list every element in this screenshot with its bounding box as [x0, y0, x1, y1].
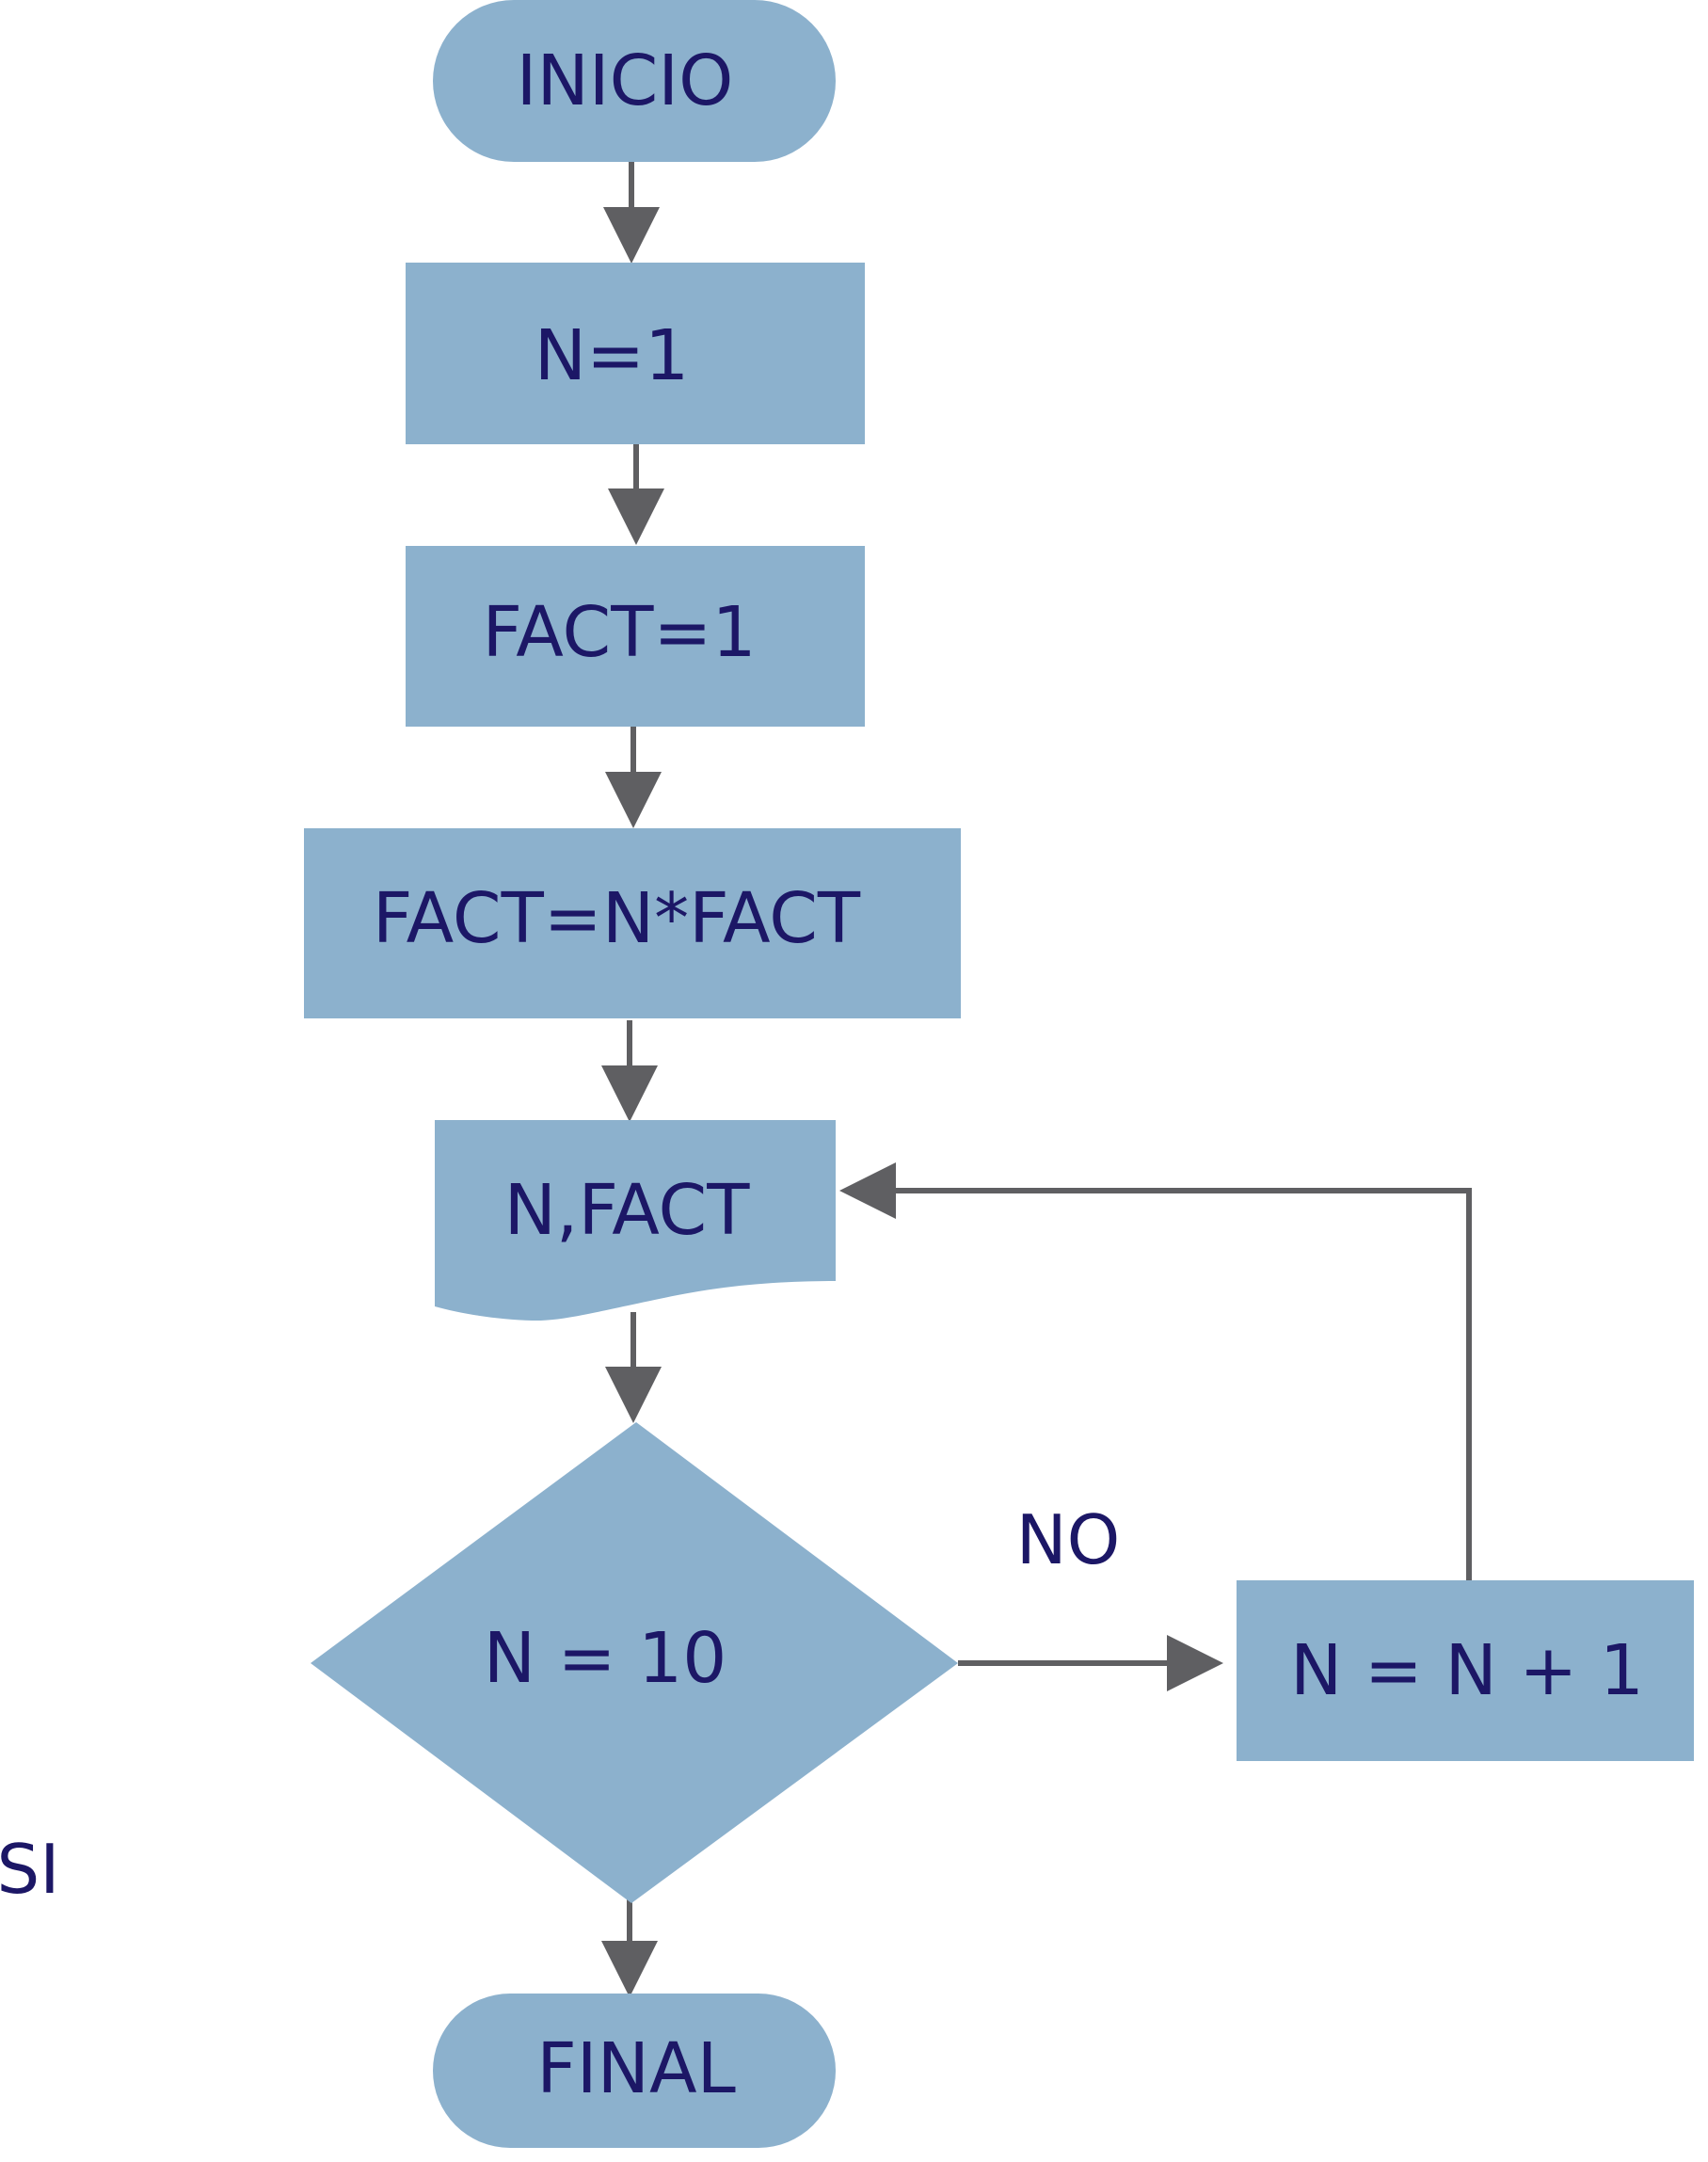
init-fact-node: FACT=1: [406, 546, 865, 727]
terminal-shape: [433, 1994, 836, 2148]
decision-label: N = 10: [484, 1618, 727, 1699]
process-shape: [304, 828, 961, 1018]
compute-label: FACT=N*FACT: [373, 878, 861, 959]
increment-node: N = N + 1: [1237, 1580, 1694, 1761]
init-fact-label: FACT=1: [482, 592, 756, 673]
end-label: FINAL: [536, 2028, 736, 2109]
decision-node: N = 10: [311, 1422, 958, 1903]
branch-label-no: NO: [1016, 1500, 1121, 1579]
arrow-increment-to-output: [839, 1162, 1472, 1580]
init-n-node: N=1: [406, 263, 865, 444]
branch-label-yes: SI: [0, 1830, 59, 1909]
process-shape: [1237, 1580, 1694, 1761]
document-shape: [435, 1120, 836, 1321]
end-node: FINAL: [433, 1994, 836, 2148]
output-label: N,FACT: [504, 1170, 751, 1251]
start-label: INICIO: [517, 40, 734, 121]
process-shape: [406, 263, 865, 444]
init-n-label: N=1: [535, 315, 689, 396]
increment-label: N = N + 1: [1290, 1630, 1644, 1711]
compute-node: FACT=N*FACT: [304, 828, 961, 1018]
start-node: INICIO: [433, 0, 836, 162]
terminal-shape: [433, 0, 836, 162]
process-shape: [406, 546, 865, 727]
output-node: N,FACT: [435, 1120, 836, 1321]
decision-shape: [311, 1422, 958, 1903]
